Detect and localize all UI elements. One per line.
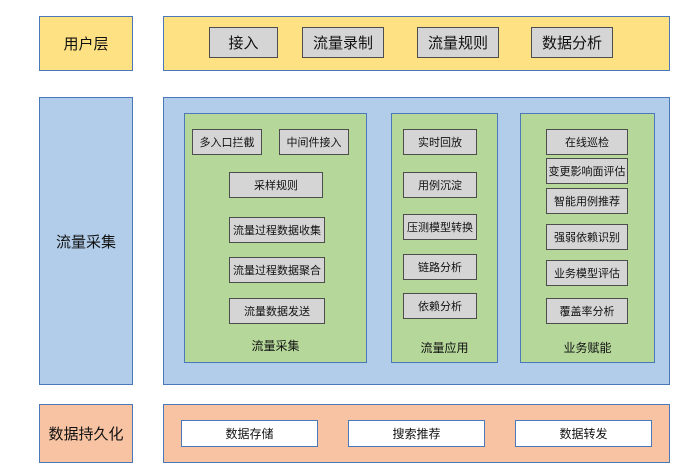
traffic-record-button[interactable]: 流量录制	[302, 27, 384, 58]
data-forward-box[interactable]: 数据转发	[515, 420, 652, 447]
access-button[interactable]: 接入	[209, 27, 278, 58]
smart-case-recommend-box[interactable]: 智能用例推荐	[546, 188, 628, 214]
user-layer-label: 用户层	[39, 16, 133, 71]
traffic-rules-button[interactable]: 流量规则	[417, 27, 499, 58]
case-precipitation-box[interactable]: 用例沉淀	[403, 172, 477, 198]
sampling-rules-box[interactable]: 采样规则	[229, 172, 323, 198]
dependency-analysis-box[interactable]: 依赖分析	[403, 293, 477, 319]
coverage-analysis-box[interactable]: 覆盖率分析	[546, 298, 628, 324]
multi-entry-intercept-box[interactable]: 多入口拦截	[192, 129, 262, 155]
process-data-aggregate-box[interactable]: 流量过程数据聚合	[229, 257, 325, 283]
dependency-strength-identify-box[interactable]: 强弱依赖识别	[546, 224, 628, 250]
capture-group-title: 流量采集	[251, 338, 300, 353]
persist-layer-label: 数据持久化	[39, 404, 133, 463]
load-model-convert-box[interactable]: 压测模型转换	[403, 214, 477, 240]
empower-group-title: 业务赋能	[563, 340, 612, 355]
change-impact-eval-box[interactable]: 变更影响面评估	[546, 158, 628, 184]
trace-analysis-box[interactable]: 链路分析	[403, 254, 477, 280]
realtime-replay-box[interactable]: 实时回放	[403, 129, 477, 155]
collect-layer-label: 流量采集	[39, 97, 133, 385]
application-group-title: 流量应用	[420, 340, 469, 355]
process-data-collect-box[interactable]: 流量过程数据收集	[229, 217, 325, 243]
search-recommend-box[interactable]: 搜索推荐	[348, 420, 485, 447]
business-model-eval-box[interactable]: 业务模型评估	[546, 260, 628, 286]
traffic-data-send-box[interactable]: 流量数据发送	[229, 298, 325, 324]
middleware-access-box[interactable]: 中间件接入	[279, 129, 349, 155]
data-analysis-button[interactable]: 数据分析	[531, 27, 613, 58]
data-storage-box[interactable]: 数据存储	[181, 420, 318, 447]
online-inspection-box[interactable]: 在线巡检	[546, 129, 628, 155]
